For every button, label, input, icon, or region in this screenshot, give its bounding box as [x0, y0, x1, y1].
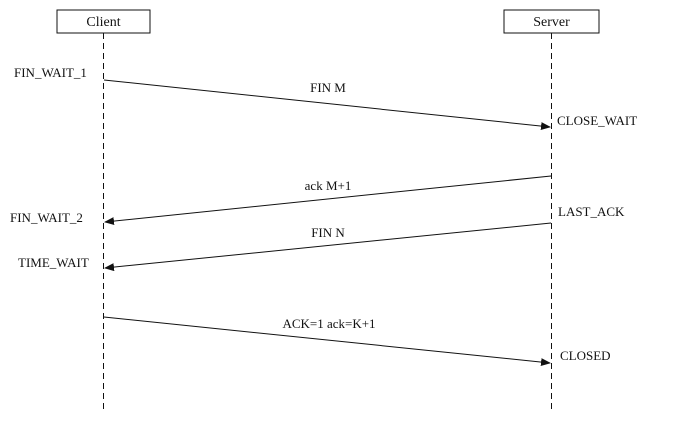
label-ack-final: ACK=1 ack=K+1 — [282, 316, 375, 331]
state-closed: CLOSED — [560, 348, 611, 363]
label-ack-m1: ack M+1 — [305, 178, 352, 193]
state-fin-wait-1: FIN_WAIT_1 — [14, 65, 87, 80]
server-participant: Server — [503, 9, 600, 34]
label-fin-m: FIN M — [310, 80, 346, 95]
client-label: Client — [86, 15, 120, 30]
message-fin-m: FIN M — [103, 79, 551, 131]
label-fin-n: FIN N — [311, 225, 345, 240]
arrow-ack-m1 — [104, 175, 552, 226]
server-label: Server — [533, 15, 570, 30]
arrow-fin-m — [103, 79, 551, 131]
arrow-fin-n — [104, 222, 552, 272]
client-participant: Client — [56, 9, 151, 34]
state-last-ack: LAST_ACK — [558, 204, 625, 219]
message-ack-final: ACK=1 ack=K+1 — [103, 316, 551, 367]
state-fin-wait-2: FIN_WAIT_2 — [10, 210, 83, 225]
state-close-wait: CLOSE_WAIT — [557, 113, 637, 128]
arrow-ack-final — [103, 316, 551, 367]
state-time-wait: TIME_WAIT — [18, 255, 89, 270]
message-fin-n: FIN N — [104, 222, 552, 272]
message-ack-m1: ack M+1 — [104, 175, 552, 226]
